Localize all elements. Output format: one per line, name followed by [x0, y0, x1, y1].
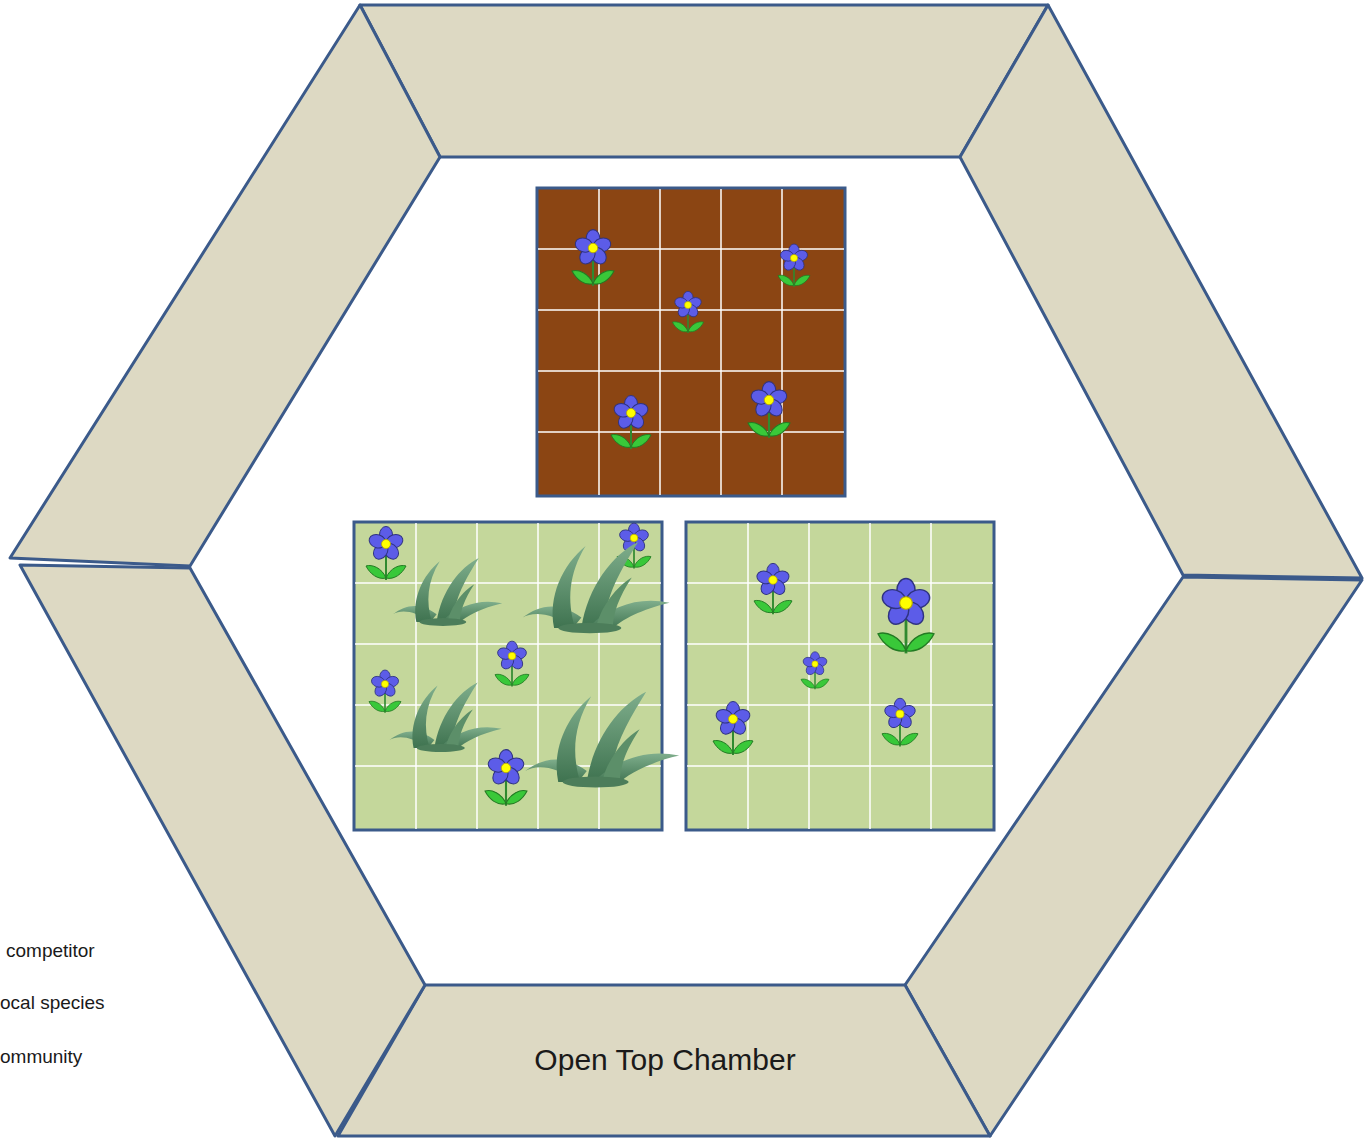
- grass-clump: [523, 542, 670, 633]
- legend-entry: competitor: [6, 940, 95, 963]
- legend-text: ommunity: [0, 1046, 82, 1069]
- competitor-plot: [354, 522, 679, 830]
- flower: [713, 702, 753, 756]
- flower: [611, 396, 651, 450]
- flower: [882, 698, 918, 746]
- flower: [572, 230, 614, 286]
- soil-plot: [537, 188, 845, 496]
- flower: [878, 579, 934, 654]
- legend-text: competitor: [6, 940, 95, 963]
- flower: [754, 563, 792, 614]
- grass-clump: [393, 558, 502, 626]
- chamber-panel: [338, 985, 990, 1136]
- chamber-panel: [960, 5, 1362, 578]
- chamber-label-panel: Open Top Chamber: [425, 990, 905, 1130]
- grass-clump: [390, 682, 502, 752]
- grass-clump: [525, 692, 679, 788]
- community-plot: [686, 522, 994, 830]
- legend-entry: ocal species: [0, 992, 105, 1015]
- flower: [366, 527, 406, 581]
- legend-text: ocal species: [0, 992, 105, 1015]
- chamber-name: Open Top Chamber: [534, 1043, 795, 1077]
- chamber-panel: [10, 5, 440, 566]
- chamber-panel: [360, 5, 1048, 157]
- flower: [748, 382, 790, 438]
- flower: [778, 244, 810, 287]
- flower: [672, 291, 703, 333]
- legend-entry: ommunity: [0, 1046, 82, 1069]
- flower: [369, 670, 401, 713]
- flower: [801, 652, 829, 689]
- flower: [495, 641, 529, 686]
- flower: [485, 750, 527, 806]
